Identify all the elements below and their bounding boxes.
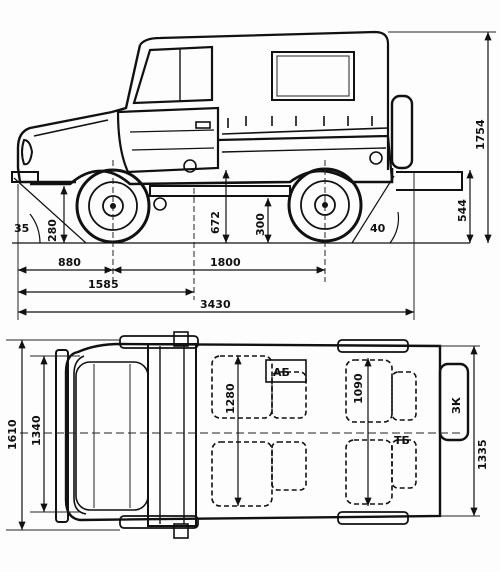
departure-angle-label: 40: [370, 222, 386, 235]
windshield-frame: [111, 44, 142, 114]
canvas-window: [271, 51, 355, 101]
front-overhang-label: 880: [58, 256, 81, 269]
approach-angle-label: 35: [14, 222, 29, 235]
door: [116, 106, 220, 174]
chassis-frame: [149, 185, 291, 197]
fuel-tank-label: ТБ: [394, 434, 410, 447]
ground-clearance-label: 672: [209, 211, 222, 234]
canvas-top: [139, 30, 390, 170]
rear-seat-right: [345, 439, 393, 505]
top-view: 1610 1340 1280 1090 1335 АБ ТБ ЗК: [6, 331, 489, 539]
battery-label: АБ: [273, 366, 290, 379]
front-seat-right: [211, 441, 273, 507]
battery-box: [265, 359, 307, 383]
front-height-label: 280: [46, 219, 59, 242]
axle-clearance-label: 300: [254, 213, 267, 236]
wheelbase-label: 1800: [210, 256, 241, 269]
spare-wheel-side: [390, 94, 414, 170]
windshield-top: [147, 343, 197, 527]
rear-track-label: 1335: [476, 439, 489, 470]
spare-wheel-label: ЗК: [450, 397, 463, 414]
overall-width-label: 1610: [6, 419, 19, 450]
overall-height-label: 1754: [474, 119, 487, 150]
front-interior-width-label: 1280: [224, 383, 237, 414]
hood: [16, 110, 113, 184]
top-front-bumper: [55, 349, 69, 523]
side-view: 35 280 672 300 40 544 1754 880 1800 1585…: [11, 30, 496, 320]
front-bumper: [11, 171, 39, 183]
side-window: [132, 45, 214, 105]
headlight: [21, 138, 34, 166]
rear-interior-width-label: 1090: [352, 373, 365, 404]
track-label: 1340: [30, 415, 43, 446]
front-to-rear-label: 1585: [88, 278, 119, 291]
front-seat-left: [211, 355, 273, 419]
body-sill: [30, 168, 394, 186]
top-body-outline: [64, 342, 442, 522]
rear-bumper: [396, 171, 463, 191]
rear-height-label: 544: [456, 199, 469, 222]
overall-length-label: 3430: [200, 298, 231, 311]
